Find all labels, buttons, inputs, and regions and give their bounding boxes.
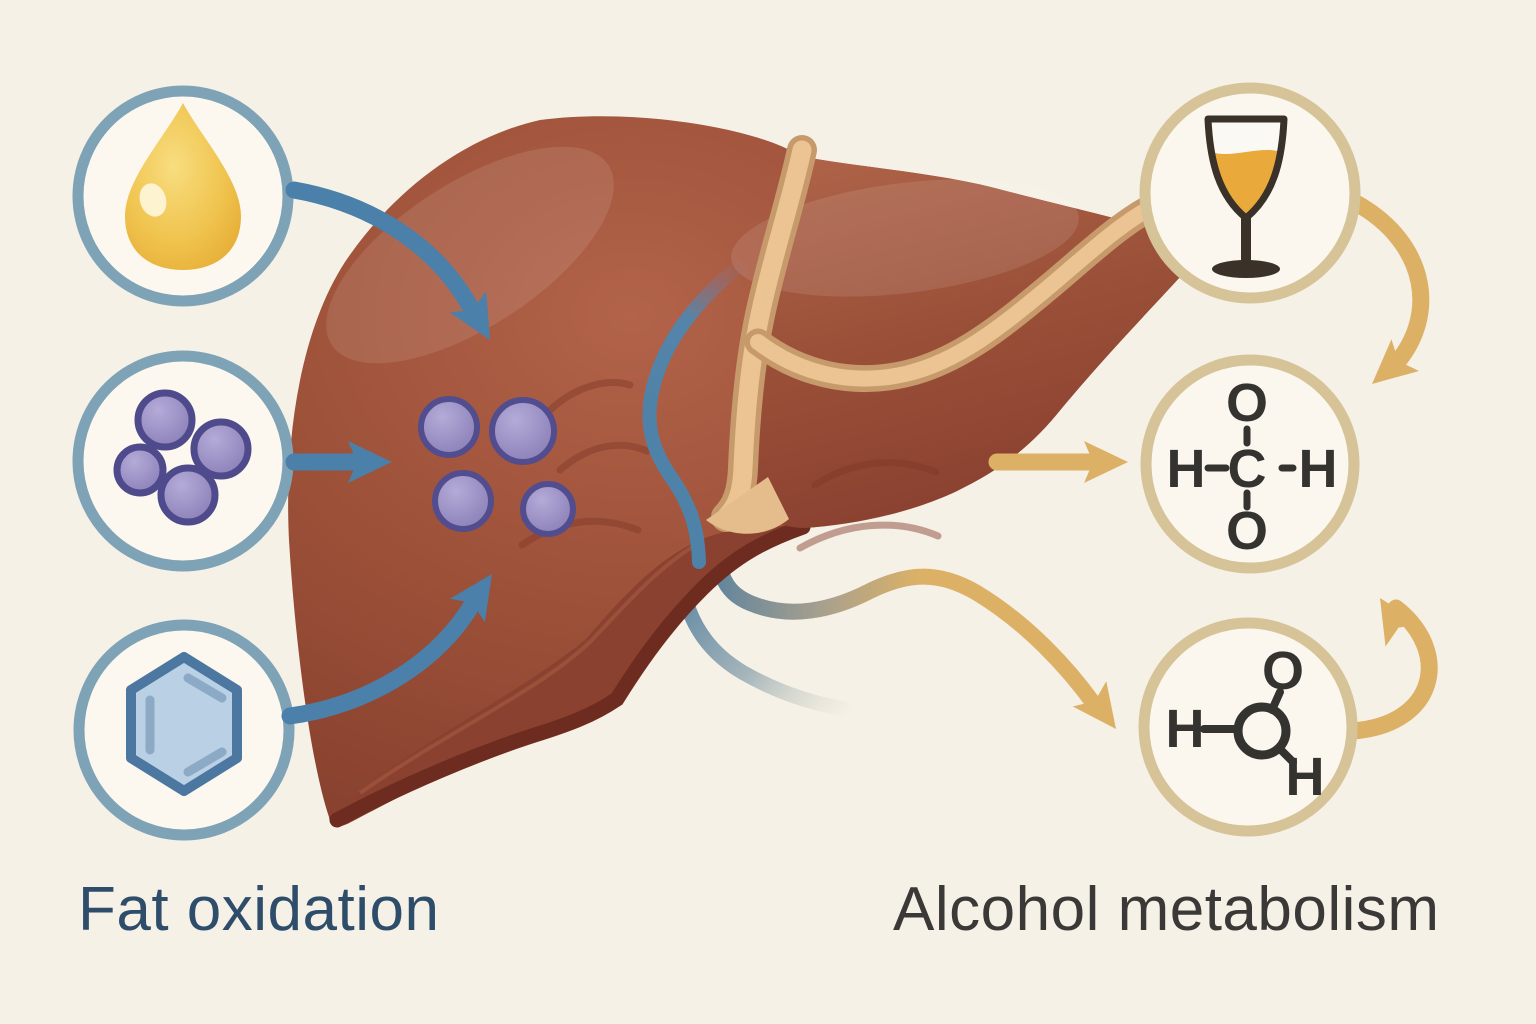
fat-oxidation-arrows bbox=[281, 181, 492, 725]
atom-o-bottom: O bbox=[1226, 501, 1268, 561]
alcohol-arrows bbox=[988, 194, 1438, 740]
fat-arrow-3-line bbox=[281, 599, 479, 725]
liver-to-molecule-arrowhead bbox=[1084, 441, 1128, 483]
fat-arrow-2-head bbox=[348, 441, 392, 483]
wine-glass-circle bbox=[1139, 82, 1361, 304]
liver-highlight-left bbox=[326, 146, 614, 364]
molecule-recycle-arrow-line bbox=[1343, 599, 1438, 740]
molecule-bottom-bonds bbox=[1200, 688, 1297, 766]
wine-to-molecule-arrowhead bbox=[1372, 339, 1419, 384]
fat-arrow-1-head bbox=[449, 291, 490, 340]
atom-h-left: H bbox=[1167, 439, 1206, 499]
fat-input-circle-2 bbox=[72, 350, 294, 572]
fat-arrow-3-head bbox=[449, 574, 492, 623]
fat-arrow-1-line bbox=[285, 181, 481, 319]
atom-c-center: C bbox=[1228, 439, 1267, 499]
liver bbox=[288, 116, 1192, 828]
wine-glass-icon bbox=[1204, 115, 1288, 278]
molecule-top-bonds bbox=[1204, 425, 1297, 511]
liver-bottom-edge bbox=[329, 519, 811, 828]
atom-h-left2: H bbox=[1166, 699, 1205, 759]
liver-surface-vessels bbox=[518, 379, 942, 552]
molecule-circle-bottom: O H H bbox=[1138, 617, 1358, 837]
liver-highlight-right bbox=[731, 179, 1079, 297]
atom-h-right: H bbox=[1299, 439, 1338, 499]
fat-oxidation-label: Fat oxidation bbox=[78, 875, 440, 944]
wine-to-molecule-arrow-line bbox=[1347, 194, 1430, 377]
molecule-circle-top: O H C H O bbox=[1140, 354, 1360, 574]
atom-o-top: O bbox=[1226, 373, 1268, 433]
molecule-diagram-bottom: O H H bbox=[1166, 641, 1325, 807]
hepatic-vein bbox=[642, 255, 751, 569]
oil-droplet-icon bbox=[125, 103, 241, 270]
alcohol-outflow-arrowhead bbox=[1072, 681, 1116, 729]
molecule-recycle-arrowhead bbox=[1380, 598, 1422, 647]
alcohol-metabolism-label: Alcohol metabolism bbox=[893, 875, 1440, 944]
ligament-flare bbox=[706, 477, 789, 534]
liver-fat-deposits bbox=[418, 396, 576, 537]
hexagon-molecule-icon bbox=[126, 652, 242, 796]
falciform-ligament bbox=[706, 135, 1168, 534]
liver-fold-crease bbox=[358, 539, 703, 795]
fat-cells-icon bbox=[113, 389, 252, 526]
fat-input-circle-3 bbox=[73, 619, 295, 841]
alcohol-outflow-arrow-line bbox=[707, 507, 1102, 712]
fat-input-circle-1 bbox=[72, 85, 294, 307]
molecule-diagram-top: O H C H O bbox=[1167, 373, 1338, 561]
